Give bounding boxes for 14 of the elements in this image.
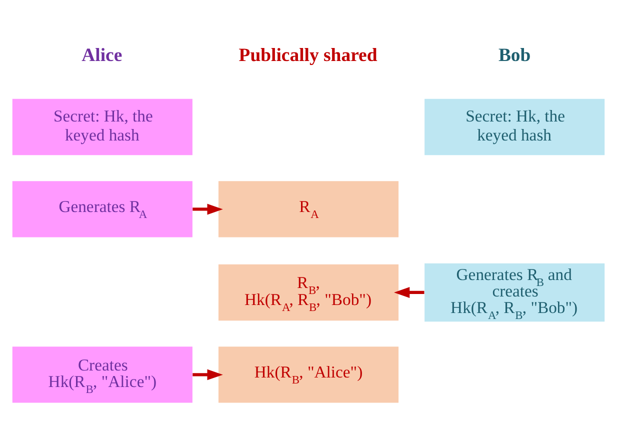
- node-box: R$_{A}$: [218, 181, 399, 238]
- node-box: Secret: Hk, the keyed hash: [12, 98, 192, 156]
- arrow: [394, 287, 424, 298]
- label: Bob: [498, 44, 531, 66]
- arrow: [192, 204, 223, 215]
- arrow: [192, 369, 223, 380]
- label: Publically shared: [238, 44, 378, 66]
- node-box: Hk(R$_{B}$, "Alice"): [218, 346, 399, 403]
- label: Alice: [82, 44, 122, 66]
- node-box: Generates R$_{A}$: [12, 181, 192, 238]
- node-box: Creates Hk(R$_{B}$, "Alice"): [12, 346, 192, 403]
- node-box: Generates R$_{B}$ and creates Hk(R$_{A}$, R$_{B}$, "Bob"): [424, 263, 605, 322]
- node-box: R$_{B}$, Hk(R$_{A}$, R$_{B}$, "Bob"): [218, 264, 399, 321]
- node-box: Secret: Hk, the keyed hash: [424, 98, 605, 156]
